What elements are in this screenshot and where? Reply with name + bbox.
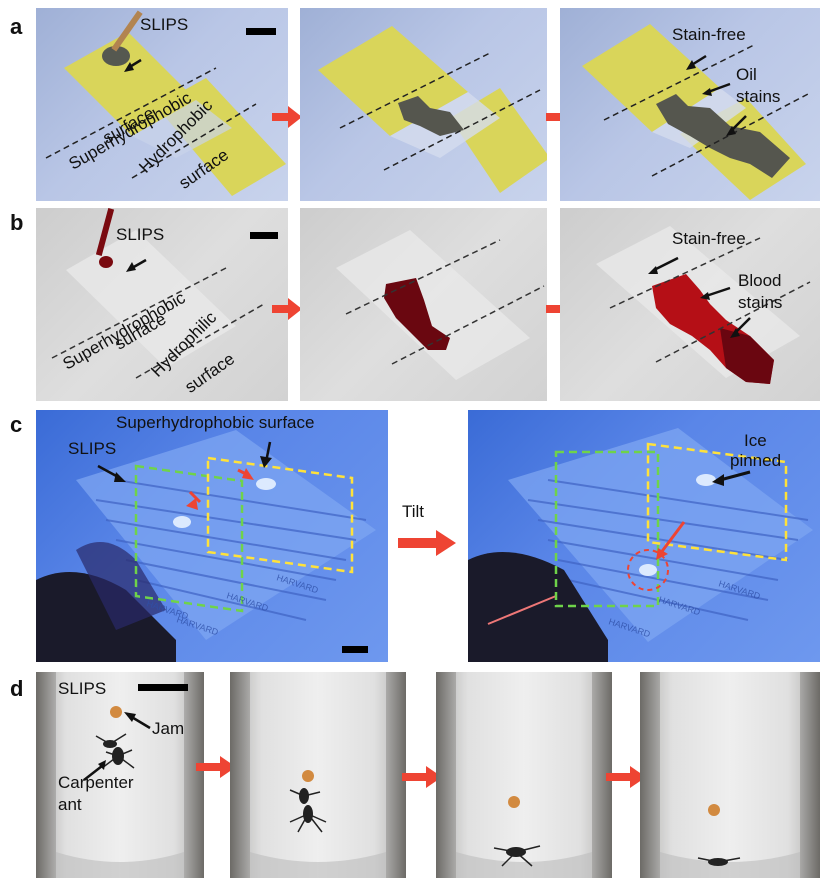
label-pinned: pinned xyxy=(730,451,782,470)
label-stains: stains xyxy=(736,87,781,106)
panel-c-photo-2: HARVARD HARVARD HARVARD Ice pinned xyxy=(468,410,820,662)
panel-letter-d: d xyxy=(10,676,24,701)
panel-b-photo-3: Stain-free Blood stains xyxy=(560,208,820,401)
panel-a-photo-1: SLIPS Superhydrophobic surface Hydrophob… xyxy=(36,8,288,201)
label-slips: SLIPS xyxy=(68,439,117,458)
label-stains: stains xyxy=(738,293,783,312)
scale-bar xyxy=(250,232,278,239)
red-arrow-icon xyxy=(398,530,456,556)
panel-d-photo-4 xyxy=(640,672,820,878)
panel-c-photo-1: HARVARD HARVARD HARVARD HARVARD Superhyd… xyxy=(36,410,388,662)
panel-letter-b: b xyxy=(10,210,24,235)
panel-d-photo-2 xyxy=(230,672,406,878)
label-slips: SLIPS xyxy=(58,679,107,698)
label-tilt: Tilt xyxy=(402,502,425,521)
mat-text: HARVARD xyxy=(717,578,762,601)
red-arrow-icon xyxy=(402,766,442,788)
label-ice: Ice xyxy=(744,431,767,450)
label-slips: SLIPS xyxy=(116,225,165,244)
panel-a-photo-3: Stain-free Oil stains xyxy=(560,8,820,201)
red-arrow-icon xyxy=(606,766,646,788)
scale-bar xyxy=(138,684,188,691)
panel-b-photo-2 xyxy=(300,208,547,401)
label-blood: Blood xyxy=(738,271,782,290)
panel-d-photo-3 xyxy=(436,672,612,878)
panel-letter-c: c xyxy=(10,412,23,437)
red-arrow-icon xyxy=(272,106,302,128)
panel-d-photo-1: SLIPS Jam Carpenter ant xyxy=(36,672,204,878)
panel-a-photo-2 xyxy=(300,8,547,201)
label-carpenter: Carpenter xyxy=(58,773,134,792)
label-ant: ant xyxy=(58,795,82,814)
scale-bar xyxy=(246,28,276,35)
label-superhydrophobic-surface: Superhydrophobic surface xyxy=(116,413,315,432)
panel-b-photo-1: SLIPS Superhydrophobic surface Hydrophil… xyxy=(36,208,288,401)
label-stain-free: Stain-free xyxy=(672,229,746,248)
panel-letter-a: a xyxy=(10,14,23,39)
red-arrow-icon xyxy=(196,756,236,778)
scale-bar xyxy=(342,646,368,653)
label-jam: Jam xyxy=(152,719,185,738)
label-slips: SLIPS xyxy=(140,15,189,34)
label-stain-free: Stain-free xyxy=(672,25,746,44)
label-oil: Oil xyxy=(736,65,757,84)
red-arrow-icon xyxy=(272,298,302,320)
